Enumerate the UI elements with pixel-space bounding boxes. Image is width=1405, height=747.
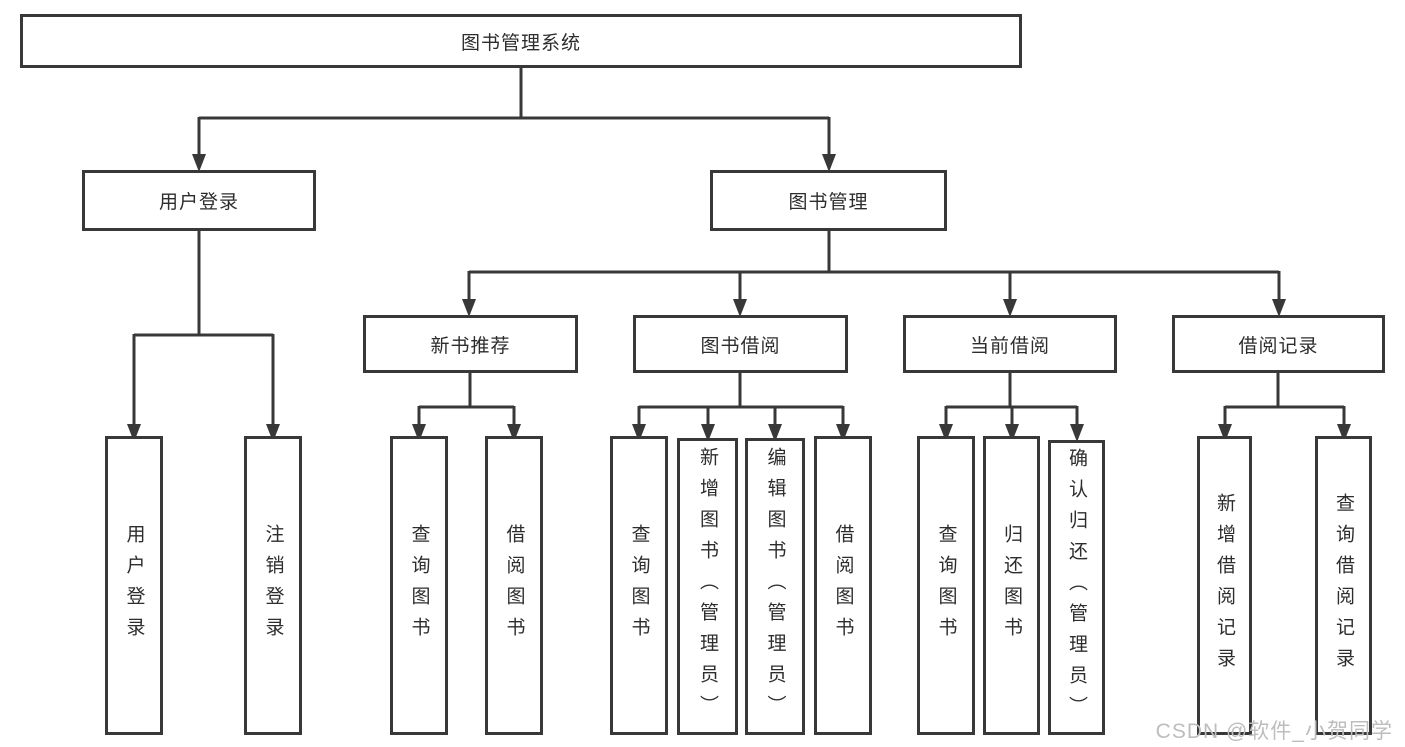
leaf-query-books-borrowing: 查询图书 [610, 436, 668, 735]
edge-current-borrowing-to-leaves [944, 373, 1079, 428]
leaf-query-books-recommend: 查询图书 [390, 436, 448, 735]
node-borrowing-records: 借阅记录 [1172, 315, 1385, 373]
leaf-label: 借阅图书 [503, 523, 525, 648]
leaf-borrow-books-recommend: 借阅图书 [485, 436, 543, 735]
node-current-borrowing: 当前借阅 [903, 315, 1117, 373]
leaf-label: 用户登录 [123, 523, 145, 648]
edge-root-to-level2 [197, 68, 831, 158]
leaf-label: 新增借阅记录 [1214, 492, 1235, 679]
leaf-confirm-return-admin: 确认归还（管理员） [1048, 440, 1105, 735]
leaf-label: 归还图书 [1001, 523, 1022, 648]
leaf-user-login: 用户登录 [105, 436, 163, 735]
leaf-edit-book-admin: 编辑图书（管理员） [745, 438, 805, 735]
node-user-login-module: 用户登录 [82, 170, 316, 231]
leaf-label: 新增图书（管理员） [697, 447, 718, 726]
leaf-logout: 注销登录 [244, 436, 302, 735]
node-new-book-recommendation: 新书推荐 [363, 315, 578, 373]
leaf-add-borrow-record: 新增借阅记录 [1197, 436, 1252, 735]
leaf-label: 查询图书 [628, 523, 650, 648]
edge-borrowing-records-to-leaves [1223, 373, 1346, 428]
leaf-add-book-admin: 新增图书（管理员） [677, 438, 738, 735]
leaf-label: 注销登录 [262, 523, 284, 648]
edge-book-management-to-level3 [467, 231, 1281, 302]
leaf-return-books: 归还图书 [983, 436, 1040, 735]
leaf-label: 编辑图书（管理员） [764, 447, 786, 726]
edge-book-borrowing-to-leaves [637, 373, 845, 428]
leaf-label: 查询图书 [408, 523, 430, 648]
leaf-label: 借阅图书 [832, 523, 854, 648]
leaf-label: 查询借阅记录 [1333, 492, 1354, 679]
edge-user-login-to-leaves [132, 231, 275, 428]
node-library-management-system: 图书管理系统 [20, 14, 1022, 68]
leaf-label: 查询图书 [935, 523, 957, 648]
node-book-management-module: 图书管理 [710, 170, 947, 231]
edge-new-book-recommendation-to-leaves [417, 373, 516, 428]
leaf-borrow-books-borrowing: 借阅图书 [814, 436, 872, 735]
leaf-query-books-current: 查询图书 [917, 436, 975, 735]
csdn-watermark: CSDN @软件_小贺同学 [1155, 720, 1393, 743]
node-book-borrowing: 图书借阅 [633, 315, 848, 373]
leaf-label: 确认归还（管理员） [1066, 448, 1087, 727]
leaf-query-borrow-record: 查询借阅记录 [1315, 436, 1372, 735]
